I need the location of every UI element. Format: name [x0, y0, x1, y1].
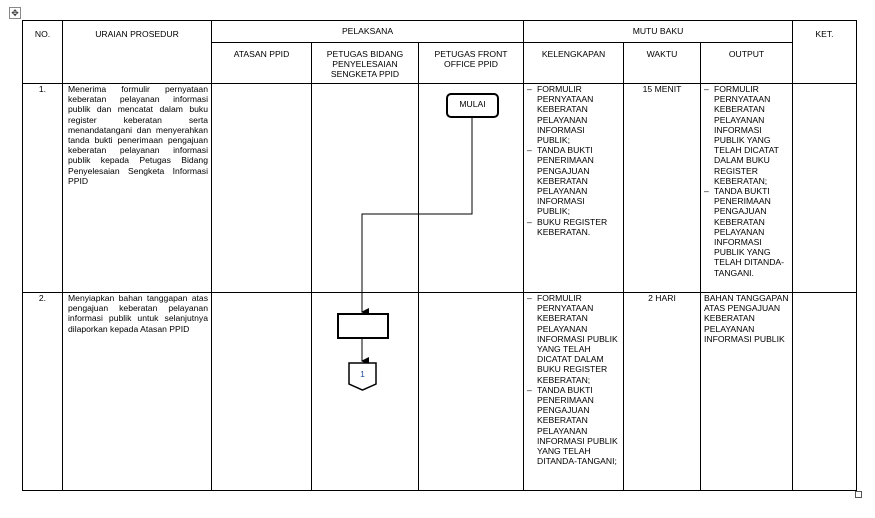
row-no: 2.	[22, 292, 63, 491]
cell-petugas-front	[418, 292, 524, 491]
row-ket	[792, 83, 857, 293]
sop-table: NO. URAIAN PROSEDUR PELAKSANA MUTU BAKU …	[22, 20, 857, 491]
kelengkapan-item: BUKU REGISTER KEBERATAN.	[527, 217, 620, 237]
table-resize-handle[interactable]	[855, 491, 862, 498]
header-ket: KET.	[792, 20, 857, 84]
row-output: FORMULIR PERNYATAAN KEBERATAN PELAYANAN …	[700, 83, 793, 293]
connector-label: 1	[360, 369, 365, 379]
flow-connector-line	[361, 117, 473, 316]
row-uraian: Menyiapkan bahan tanggapan atas pengajua…	[62, 292, 212, 491]
table-row: 2. Menyiapkan bahan tanggapan atas penga…	[22, 292, 857, 491]
process-box-shape	[337, 313, 389, 339]
offpage-connector-shape	[348, 362, 377, 391]
output-item: TANDA BUKTI PENERIMAAN PENGAJUAN KEBERAT…	[704, 186, 789, 278]
table-move-handle[interactable]: ✥	[9, 7, 21, 19]
row-ket	[792, 292, 857, 491]
header-waktu: WAKTU	[623, 42, 701, 84]
row-kelengkapan: FORMULIR PERNYATAAN KEBERATAN PELAYANAN …	[523, 83, 624, 293]
kelengkapan-item: FORMULIR PERNYATAAN KEBERATAN PELAYANAN …	[527, 85, 620, 146]
cell-petugas-bidang	[311, 83, 419, 293]
output-item: FORMULIR PERNYATAAN KEBERATAN PELAYANAN …	[704, 85, 789, 187]
header-petugas-bidang: PETUGAS BIDANG PENYELESAIAN SENGKETA PPI…	[311, 42, 419, 84]
row-output: BAHAN TANGGAPAN ATAS PENGAJUAN KEBERATAN…	[700, 292, 793, 491]
row-uraian: Menerima formulir pernyataan keberatan p…	[62, 83, 212, 293]
start-label: MULAI	[459, 99, 486, 109]
header-uraian: URAIAN PROSEDUR	[62, 20, 212, 84]
kelengkapan-item: TANDA BUKTI PENERIMAAN PENGAJUAN KEBERAT…	[527, 145, 620, 216]
header-petugas-front: PETUGAS FRONT OFFICE PPID	[418, 42, 524, 84]
row-kelengkapan: FORMULIR PERNYATAAN KEBERATAN PELAYANAN …	[523, 292, 624, 491]
kelengkapan-item: TANDA BUKTI PENERIMAAN PENGAJUAN KEBERAT…	[527, 385, 620, 467]
kelengkapan-item: FORMULIR PERNYATAAN KEBERATAN PELAYANAN …	[527, 294, 620, 385]
table-row: 1. Menerima formulir pernyataan keberata…	[22, 83, 857, 293]
cell-atasan	[211, 292, 312, 491]
